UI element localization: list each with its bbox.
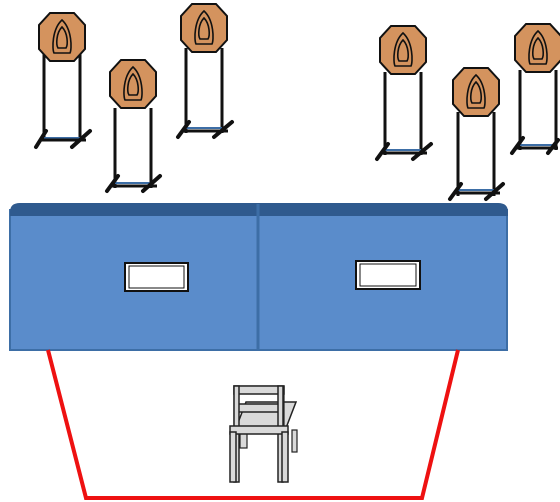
shooting-area-boundary — [46, 349, 460, 500]
target-stand-1 — [34, 54, 92, 149]
target-stand-5 — [448, 112, 505, 201]
target-stand-2 — [105, 108, 162, 193]
target-stand-4 — [375, 72, 433, 161]
target-face-4 — [379, 25, 427, 75]
target-face-6 — [514, 23, 560, 73]
target-face-3 — [180, 3, 228, 53]
target-face-5 — [452, 67, 500, 117]
wall-window-left — [124, 262, 189, 292]
target-face-2 — [109, 59, 157, 109]
target-stand-6 — [510, 70, 560, 155]
chair — [229, 385, 298, 483]
target-face-1 — [38, 12, 86, 62]
barricade-wall — [9, 203, 508, 351]
target-stand-3 — [176, 48, 234, 139]
wall-window-right — [355, 260, 421, 290]
